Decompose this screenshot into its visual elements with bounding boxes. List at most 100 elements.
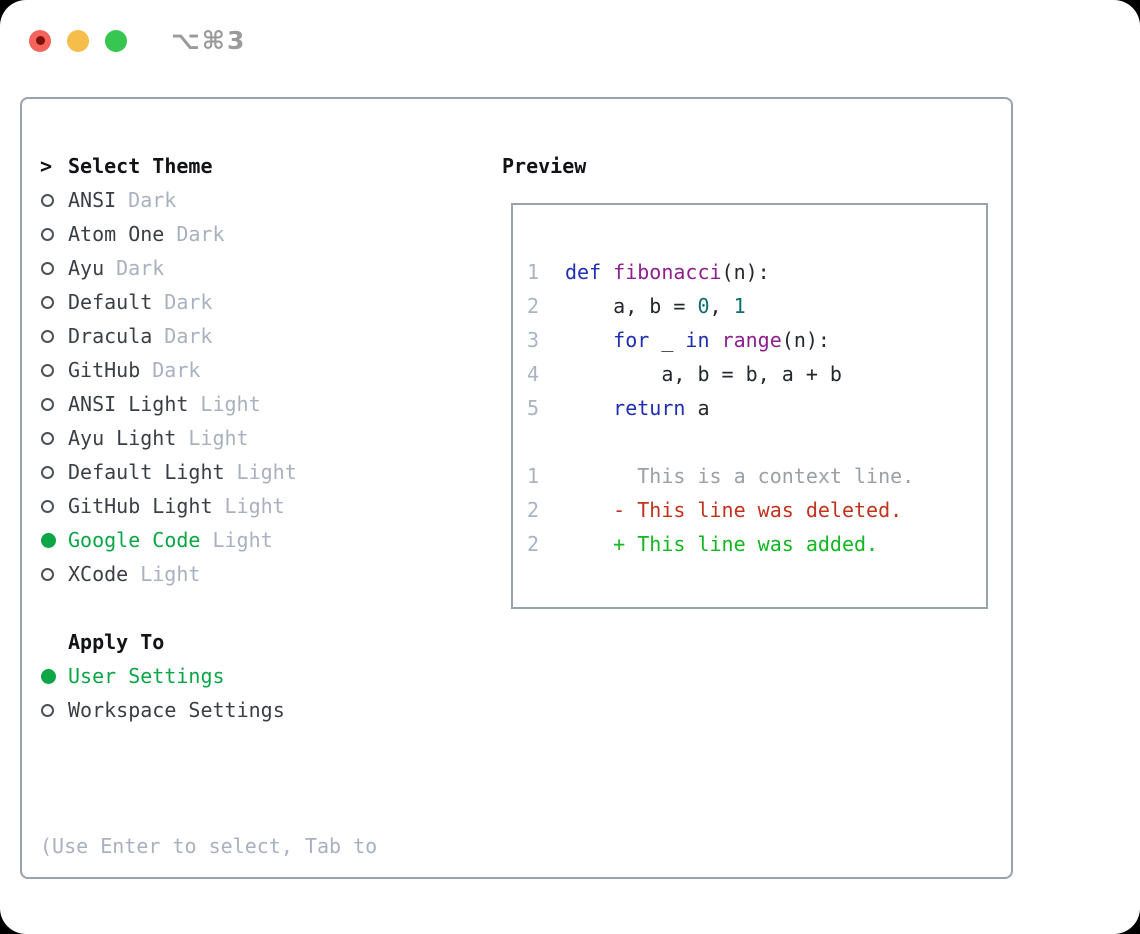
theme-name: Ayu Light xyxy=(68,426,177,450)
code-token xyxy=(601,260,613,284)
apply-to-label: User Settings xyxy=(68,664,225,688)
bullet-cell xyxy=(40,668,68,684)
theme-option[interactable]: Atom One Dark xyxy=(40,217,490,251)
code-token: in xyxy=(685,328,710,352)
code-token: _ xyxy=(649,328,686,352)
code-token: - This line was deleted. xyxy=(565,498,903,522)
line-number xyxy=(521,425,539,459)
bullet-cell xyxy=(40,329,68,343)
preview-line: 3 for _ in range(n): xyxy=(513,323,986,357)
code-token: a, b = b, a + b xyxy=(565,362,842,386)
code-token: , xyxy=(709,294,734,318)
theme-variant: Light xyxy=(212,528,273,552)
theme-option[interactable]: Ayu Dark xyxy=(40,251,490,285)
radio-icon xyxy=(41,193,54,207)
code-token: a xyxy=(685,396,710,420)
line-number: 4 xyxy=(526,362,539,386)
bullet-cell xyxy=(40,363,68,377)
preview-line: 5 return a xyxy=(513,391,986,425)
radio-icon xyxy=(41,431,54,445)
apply-to-option[interactable]: Workspace Settings xyxy=(40,693,490,727)
bullet-cell xyxy=(40,532,68,548)
preview-line: 1 This is a context line. xyxy=(513,459,986,493)
selected-radio-icon xyxy=(41,668,56,684)
theme-name: Google Code xyxy=(68,528,201,552)
apply-to-title-row: Apply To xyxy=(40,625,490,659)
preview-line xyxy=(513,425,986,459)
code-token: return xyxy=(613,396,686,420)
theme-list-title-row: >Select Theme xyxy=(40,149,490,183)
help-text: (Use Enter to select, Tab to change focu… xyxy=(40,761,490,934)
theme-variant: Light xyxy=(236,460,297,484)
theme-variant: Dark xyxy=(152,358,201,382)
minimize-button[interactable] xyxy=(67,29,89,52)
code-token xyxy=(565,328,613,352)
theme-variant: Light xyxy=(224,494,285,518)
radio-icon xyxy=(41,363,54,377)
theme-variant: Light xyxy=(140,562,201,586)
bullet-cell xyxy=(40,703,68,717)
code-token: 0 xyxy=(697,294,710,318)
code-token: + This line was added. xyxy=(565,532,879,556)
theme-name: ANSI xyxy=(68,188,117,212)
selection-cursor: > xyxy=(40,154,53,178)
bullet-cell xyxy=(40,465,68,479)
theme-name: Atom One xyxy=(68,222,165,246)
help-line-1: (Use Enter to select, Tab to xyxy=(40,834,378,858)
line-number: 2 xyxy=(526,498,539,522)
apply-to-option[interactable]: User Settings xyxy=(40,659,490,693)
theme-variant: Dark xyxy=(176,222,225,246)
radio-icon xyxy=(41,703,54,717)
code-token: (n): xyxy=(781,328,830,352)
line-number: 5 xyxy=(526,396,539,420)
line-content: This is a context line. xyxy=(565,459,914,493)
code-token: range xyxy=(721,328,782,352)
theme-variant: Dark xyxy=(128,188,177,212)
radio-icon xyxy=(41,329,54,343)
theme-variant: Dark xyxy=(116,256,165,280)
bullet-cell xyxy=(40,295,68,309)
line-number: 3 xyxy=(526,328,539,352)
theme-option[interactable]: ANSI Dark xyxy=(40,183,490,217)
code-token: a, b = xyxy=(565,294,698,318)
spacer xyxy=(40,591,490,625)
radio-icon xyxy=(41,465,54,479)
spacer xyxy=(40,727,490,761)
bullet-cell xyxy=(40,499,68,513)
line-content: a, b = 0, 1 xyxy=(565,289,746,323)
code-token: 1 xyxy=(733,294,746,318)
theme-variant: Dark xyxy=(164,290,213,314)
line-content: for _ in range(n): xyxy=(565,323,830,357)
line-content: a, b = b, a + b xyxy=(565,357,842,391)
zoom-button[interactable] xyxy=(105,29,127,52)
code-token xyxy=(710,328,722,352)
code-token xyxy=(565,396,613,420)
radio-icon xyxy=(41,295,54,309)
line-number: 2 xyxy=(526,532,539,556)
line-content: + This line was added. xyxy=(565,527,878,561)
preview-line: 2 - This line was deleted. xyxy=(513,493,986,527)
theme-variant: Light xyxy=(200,392,261,416)
window-shortcut-label: ⌥⌘3 xyxy=(171,26,247,55)
unsaved-indicator-dot xyxy=(35,36,45,45)
radio-icon xyxy=(41,261,54,275)
close-button[interactable] xyxy=(29,29,51,52)
line-content: - This line was deleted. xyxy=(565,493,902,527)
code-token: This is a context line. xyxy=(565,464,915,488)
bullet-cell xyxy=(40,261,68,275)
theme-name: Ayu xyxy=(68,256,105,280)
selected-radio-icon xyxy=(41,532,56,548)
radio-icon xyxy=(41,499,54,513)
theme-option[interactable]: Google Code Light xyxy=(40,523,490,557)
